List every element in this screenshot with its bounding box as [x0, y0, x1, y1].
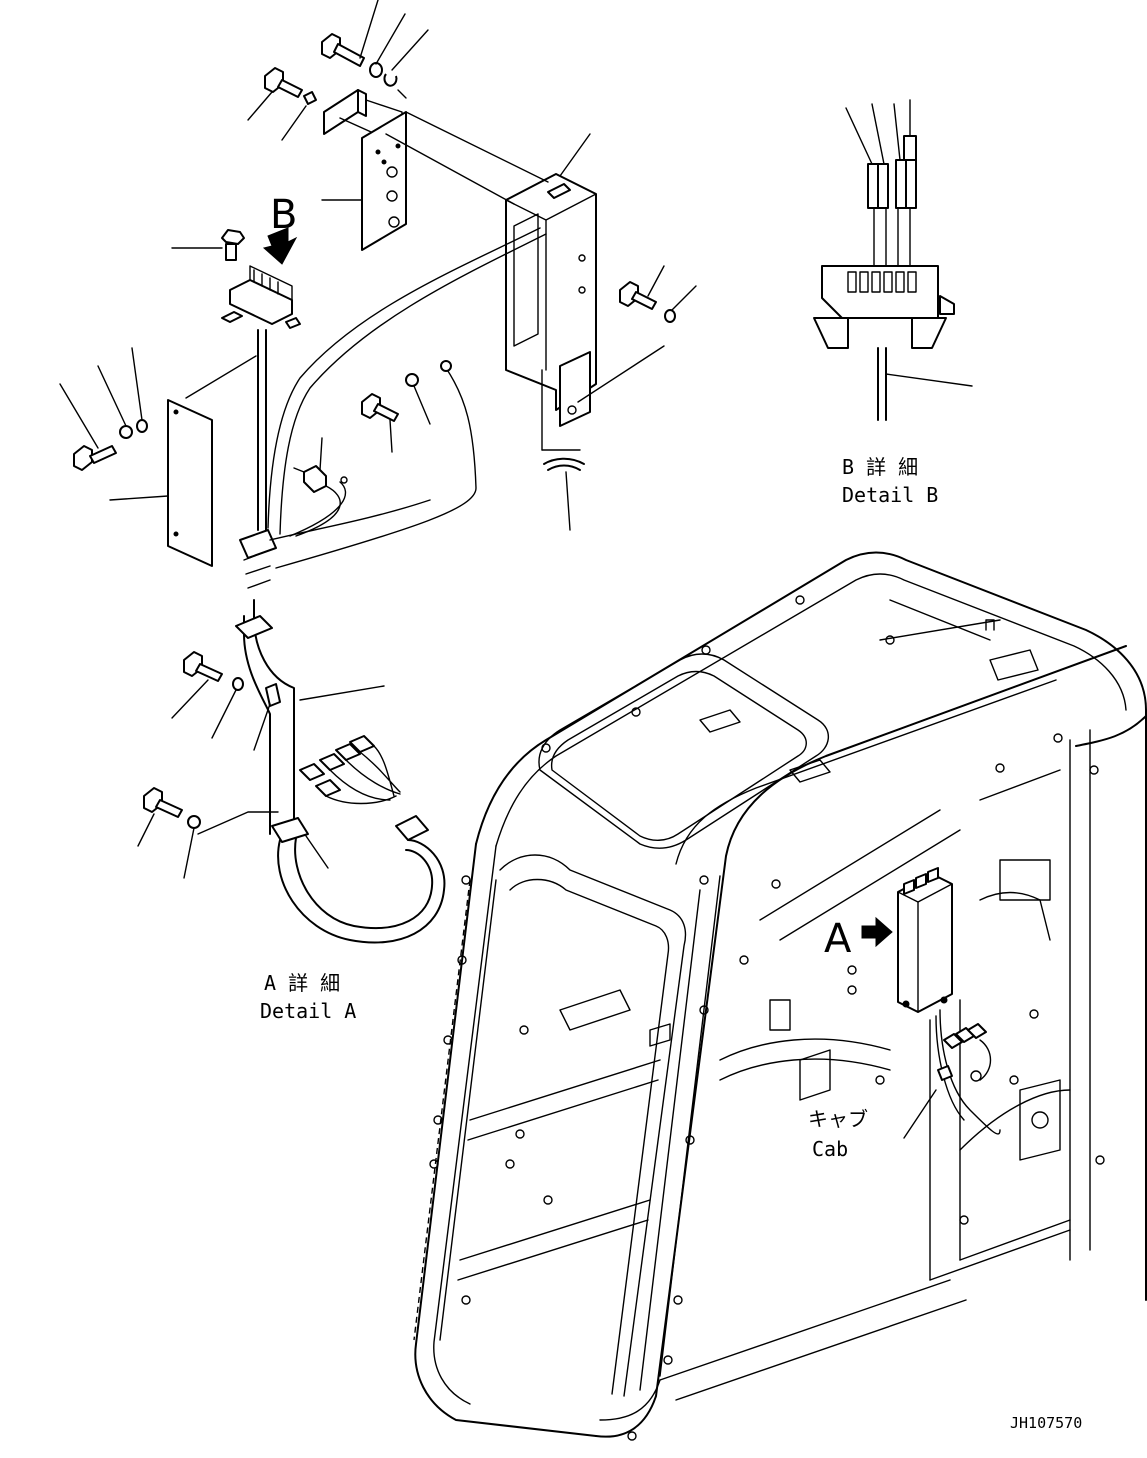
view-b-label: B [270, 192, 297, 238]
cover-plate [109, 355, 257, 567]
detail-b-connector [813, 99, 973, 421]
connector-cluster-a [299, 735, 401, 805]
top-bolt-2 [247, 67, 317, 141]
small-connector [289, 437, 348, 537]
cab-jp-label: キャブ [808, 1107, 868, 1131]
detail-a-en: Detail A [260, 999, 356, 1023]
detail-b-jp: B 詳 細 [842, 455, 918, 479]
cab-controller-unit [897, 867, 1001, 1139]
left-bolt [59, 347, 148, 471]
bracket-bolt-right [619, 265, 697, 323]
view-a-label: A [824, 916, 852, 962]
harness-bolt-1 [171, 651, 385, 751]
top-bolt-1 [321, 0, 429, 87]
switch-panel-plate [321, 111, 407, 251]
controller-bracket [505, 133, 665, 451]
cab-outline [413, 551, 1147, 1441]
connector-b-block [221, 265, 301, 329]
detail-a-jp: A 詳 細 [264, 971, 340, 995]
middle-bolt [361, 373, 431, 453]
screw-b [171, 229, 245, 261]
detail-b-en: Detail B [842, 483, 938, 507]
harness-bolt-2 [137, 787, 279, 879]
drawing-number: JH107570 [1010, 1414, 1082, 1432]
arrow-a [861, 916, 893, 948]
arrow-b [262, 227, 298, 265]
cab-en-label: Cab [812, 1137, 848, 1161]
